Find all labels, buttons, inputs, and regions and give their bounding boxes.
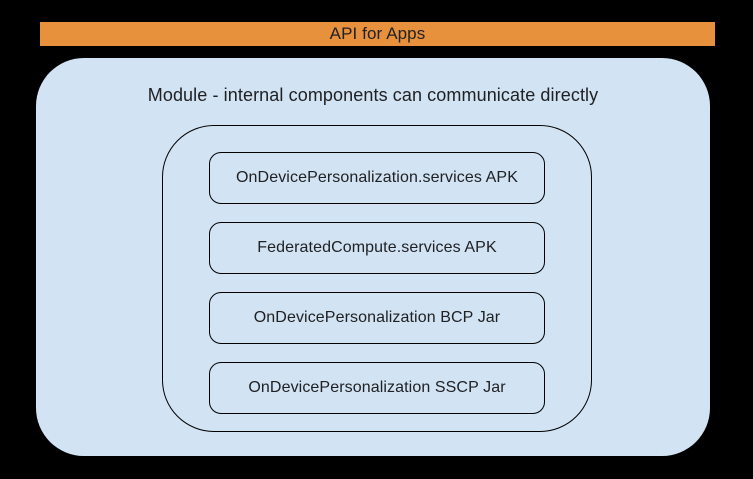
component-label: FederatedCompute.services APK	[257, 239, 497, 256]
banner-label: API for Apps	[329, 24, 426, 43]
api-for-apps-banner: API for Apps	[40, 22, 715, 46]
component-box-federatedcompute-apk: FederatedCompute.services APK	[209, 222, 545, 274]
component-label: OnDevicePersonalization SSCP Jar	[248, 379, 506, 396]
component-box-odp-sscp-jar: OnDevicePersonalization SSCP Jar	[209, 362, 545, 414]
component-box-odp-bcp-jar: OnDevicePersonalization BCP Jar	[209, 292, 545, 344]
module-title: Module - internal components can communi…	[147, 85, 599, 105]
component-label: OnDevicePersonalization BCP Jar	[253, 309, 501, 326]
module-inner-boundary: OnDevicePersonalization.services APK Fed…	[162, 125, 592, 432]
component-label: OnDevicePersonalization.services APK	[236, 169, 518, 186]
module-container: Module - internal components can communi…	[36, 58, 710, 456]
component-box-odp-services-apk: OnDevicePersonalization.services APK	[209, 152, 545, 204]
